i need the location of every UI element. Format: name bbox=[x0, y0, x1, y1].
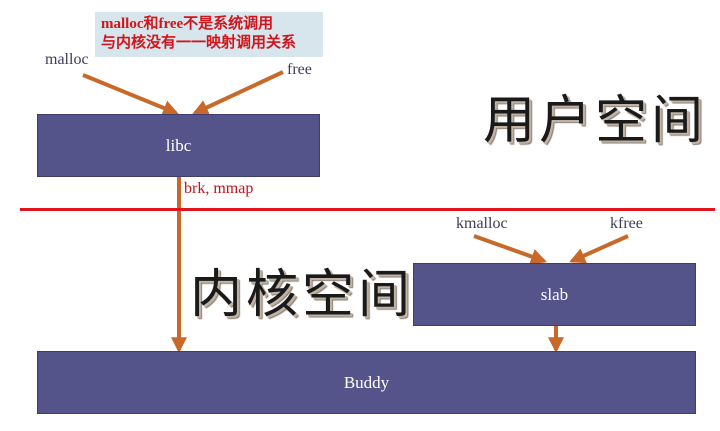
slab-box: slab bbox=[413, 263, 696, 326]
malloc-label: malloc bbox=[45, 51, 89, 68]
buddy-label: Buddy bbox=[343, 372, 390, 392]
slab-label: slab bbox=[540, 284, 569, 304]
free-arrow bbox=[192, 70, 284, 115]
malloc-arrow bbox=[82, 73, 179, 116]
libc-label: libc bbox=[165, 135, 192, 155]
libc-box: libc bbox=[37, 114, 320, 177]
buddy-box: Buddy bbox=[37, 351, 696, 414]
kfree-label: kfree bbox=[610, 215, 643, 232]
kmalloc-arrow bbox=[473, 234, 548, 265]
annotation-note: malloc和free不是系统调用 与内核没有一一映射调用关系 bbox=[95, 12, 323, 57]
syscall-label: brk, mmap bbox=[184, 180, 254, 197]
kmalloc-label: kmalloc bbox=[456, 215, 508, 232]
kfree-arrow bbox=[569, 234, 629, 264]
user-kernel-boundary-line bbox=[20, 208, 715, 211]
annotation-line-2: 与内核没有一一映射调用关系 bbox=[101, 35, 297, 51]
free-label: free bbox=[287, 61, 312, 78]
kernel-space-title: 内核空间 bbox=[190, 265, 415, 325]
user-space-title: 用户空间 bbox=[483, 91, 708, 151]
annotation-line-1: malloc和free不是系统调用 bbox=[101, 16, 274, 32]
